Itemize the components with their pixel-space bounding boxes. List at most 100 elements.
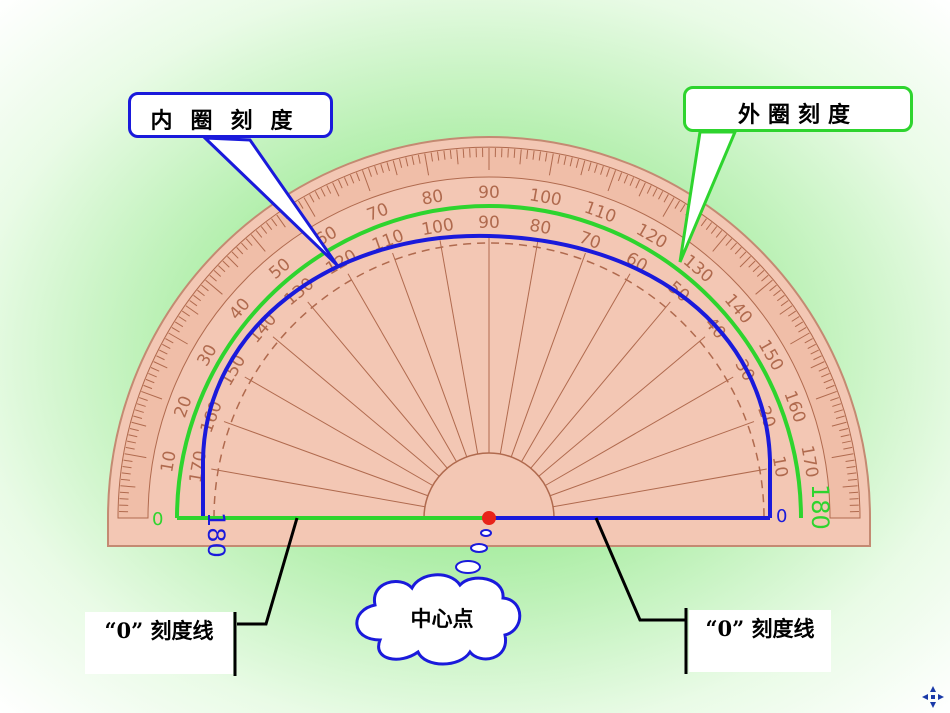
tick-mark [456,149,459,165]
tick-mark [821,372,830,378]
left-zero-leader [237,517,299,626]
tick-mark [818,367,828,372]
tick-mark [739,256,751,268]
tick-mark [260,226,268,234]
tick-mark [804,338,813,344]
tick-mark [629,177,635,186]
left-zero-line-label: “0” 刻度线 [85,612,233,674]
outer-scale-number: 10 [157,449,180,474]
tick-mark [532,150,535,160]
tick-mark [849,491,859,494]
tick-mark [842,440,852,444]
tick-mark [588,162,592,172]
tick-mark [181,310,190,317]
baseline-left-outer-label: 0 [152,509,163,530]
tick-mark [623,174,629,184]
tick-mark [123,459,133,463]
outer-scale-callout: 外圈刻度 [683,86,913,132]
ray-line [545,376,734,486]
tick-mark [201,284,209,292]
tick-mark [594,164,598,173]
tick-mark [730,242,737,251]
tick-mark [790,332,810,345]
tick-mark [138,397,148,401]
ray-line [392,252,468,458]
tick-mark [276,214,286,228]
outer-scale-arc [175,204,803,519]
outer-scale-number: 90 [478,183,500,203]
tick-mark [847,478,858,481]
center-point-label: 中心点 [410,607,474,631]
right-zero-leader [594,517,685,622]
tick-mark [399,158,403,168]
dashed-inner-arc [213,242,765,519]
protractor-ticks [119,148,859,519]
tick-mark [168,332,188,345]
tick-mark [831,421,847,427]
tick-mark [600,165,604,175]
tick-mark [658,191,664,200]
tick-mark [255,230,263,238]
tick-mark [780,300,789,307]
tick-mark [145,378,155,384]
tick-mark [617,172,623,182]
ray-line [549,421,755,497]
tick-mark [842,485,858,488]
tick-mark [159,349,168,355]
tick-mark [189,300,198,307]
tick-mark [218,265,226,273]
tick-mark [222,260,230,268]
tick-mark [752,265,760,273]
tick-mark [779,305,793,315]
tick-mark [810,349,819,355]
tick-mark [165,338,174,344]
cloud-icon [355,573,522,666]
tick-mark [607,170,617,192]
tick-mark [150,367,160,372]
tick-mark [250,234,266,252]
nav-cross-icon[interactable] [922,686,944,708]
tick-mark [178,316,187,322]
tick-mark [575,158,579,168]
tick-mark [769,284,777,292]
tick-mark [548,153,554,176]
tick-mark [840,434,850,438]
tick-mark [526,149,529,160]
tick-mark [174,321,184,328]
tick-mark [386,162,390,172]
tick-mark [153,361,168,369]
thought-bubble-3 [455,560,481,574]
tick-mark [580,160,586,176]
tick-mark [557,154,561,164]
tick-mark [662,197,675,217]
tick-mark [843,446,853,450]
tick-mark [652,188,658,197]
tick-mark [392,160,398,176]
tick-mark [265,222,273,230]
tick-mark [715,230,723,238]
ray-line [211,468,426,508]
tick-mark [663,194,669,203]
tick-mark [538,151,541,161]
ray-line [223,421,429,497]
tick-mark [374,165,378,175]
tick-mark [761,274,769,282]
tick-mark [171,327,180,333]
tick-mark [320,188,326,197]
tick-mark [405,157,409,167]
tick-mark [271,218,278,227]
tick-mark [119,491,129,494]
tick-mark [748,260,756,268]
tick-mark [236,247,244,255]
inner-scale-number: 90 [478,213,500,233]
tick-mark [205,279,223,295]
tick-mark [156,355,165,361]
ray-line [552,468,767,508]
inner-scale-arc [201,233,772,518]
tick-mark [314,191,320,200]
tick-mark [332,182,340,197]
tick-mark [813,355,822,361]
tick-mark [846,466,856,469]
tick-mark [120,485,136,488]
tick-mark [411,155,415,165]
